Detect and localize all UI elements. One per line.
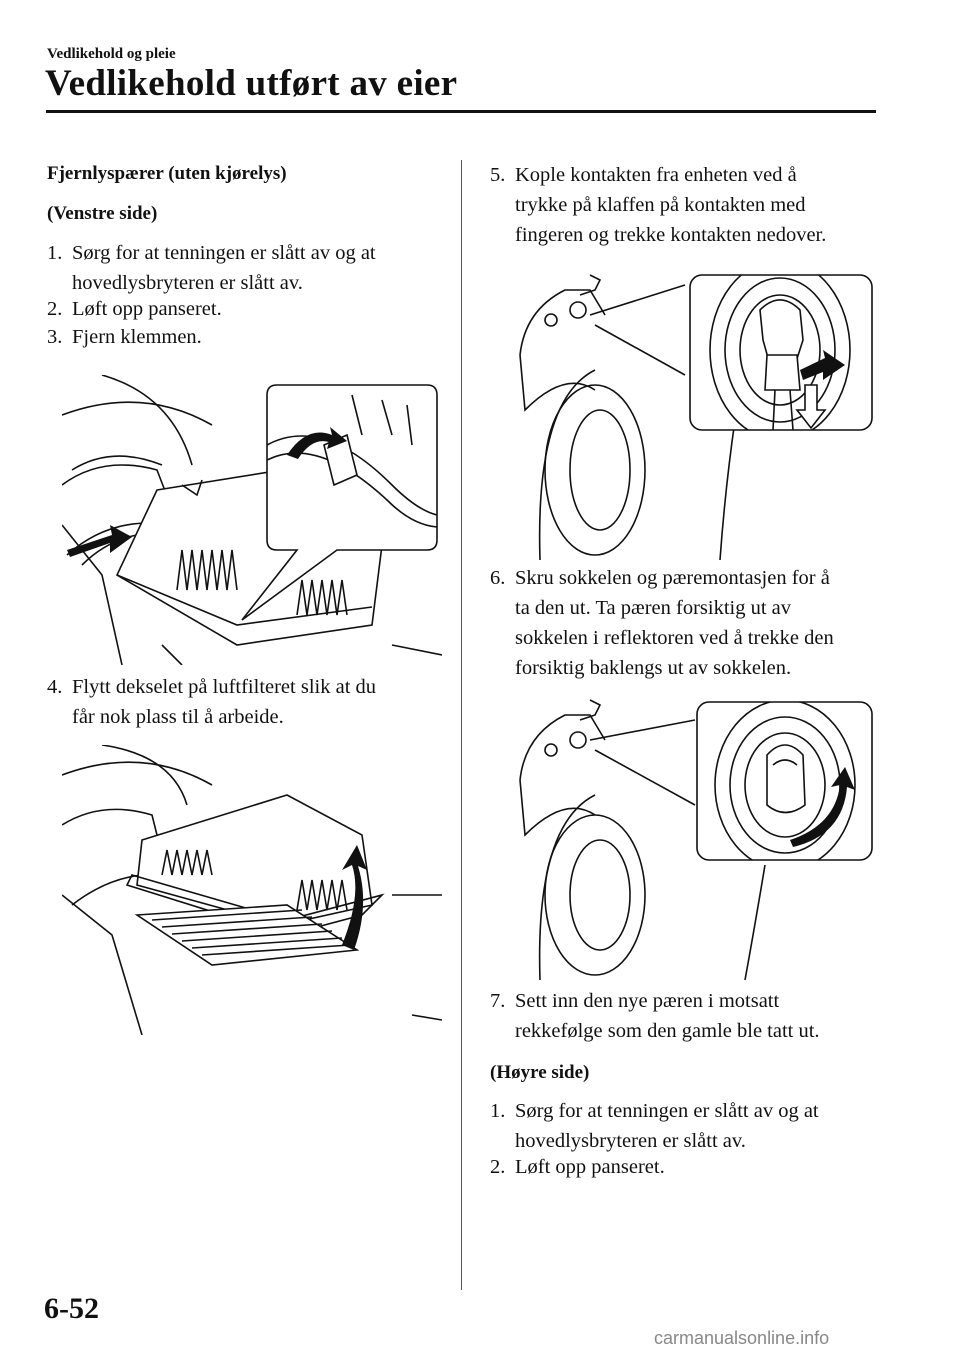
- step-number: 1.: [47, 242, 63, 264]
- step-text-line: hovedlysbryteren er slått av.: [515, 1130, 746, 1152]
- zoom-callout: [241, 384, 438, 621]
- step-text-line: Sørg for at tenningen er slått av og at: [515, 1100, 819, 1122]
- column-divider: [461, 160, 462, 1290]
- step-text-line: forsiktig baklengs ut av sokkelen.: [515, 657, 792, 679]
- page-number: 6-52: [44, 1292, 99, 1325]
- rotate-arrow-icon: [790, 767, 855, 847]
- step-1-right: 1. Sørg for at tenningen er slått av og …: [490, 1096, 875, 1156]
- page-title: Vedlikehold utført av eier: [45, 63, 458, 104]
- step-7: 7. Sett inn den nye pæren i motsatt rekk…: [490, 986, 875, 1046]
- step-text-line: Kople kontakten fra enheten ved å: [515, 164, 797, 186]
- pull-down-arrow-icon: [795, 384, 827, 430]
- connector-removal-illustration: [519, 274, 873, 560]
- step-3: 3. Fjern klemmen.: [47, 322, 437, 352]
- step-number: 7.: [490, 990, 506, 1012]
- bulb-socket-removal-illustration: [519, 699, 873, 980]
- step-number: 3.: [47, 326, 63, 348]
- step-2: 2. Løft opp panseret.: [47, 294, 437, 324]
- step-text-line: ta den ut. Ta pæren forsiktig ut av: [515, 597, 792, 619]
- title-divider: [46, 110, 876, 113]
- watermark: carmanualsonline.info: [654, 1328, 830, 1348]
- step-number: 6.: [490, 567, 506, 589]
- step-text-line: Fjern klemmen.: [72, 326, 202, 348]
- step-text-line: Sett inn den nye pæren i motsatt: [515, 990, 780, 1012]
- step-text-line: trykke på klaffen på kontakten med: [515, 194, 806, 216]
- subheading-right-side: (Høyre side): [490, 1062, 590, 1083]
- air-filter-cover-illustration: [62, 745, 442, 1035]
- step-text-line: Løft opp panseret.: [72, 298, 222, 320]
- step-5: 5. Kople kontakten fra enheten ved å try…: [490, 160, 875, 250]
- step-text-line: hovedlysbryteren er slått av.: [72, 272, 303, 294]
- push-arrow-icon: [800, 350, 845, 380]
- step-4: 4. Flytt dekselet på luftfilteret slik a…: [47, 672, 437, 732]
- rotate-arrow-icon: [287, 427, 347, 459]
- step-text-line: sokkelen i reflektoren ved å trekke den: [515, 627, 834, 649]
- step-6: 6. Skru sokkelen og pæremontasjen for å …: [490, 563, 875, 683]
- step-2-right: 2. Løft opp panseret.: [490, 1152, 875, 1182]
- step-number: 1.: [490, 1100, 506, 1122]
- push-arrow-icon: [67, 525, 132, 557]
- step-number: 4.: [47, 676, 63, 698]
- subheading-left-side: (Venstre side): [47, 203, 158, 224]
- section-heading: Fjernlyspærer (uten kjørelys): [47, 163, 287, 184]
- step-text-line: Sørg for at tenningen er slått av og at: [72, 242, 376, 264]
- step-text-line: Skru sokkelen og pæremontasjen for å: [515, 567, 830, 589]
- step-number: 5.: [490, 164, 506, 186]
- step-text-line: fingeren og trekke kontakten nedover.: [515, 224, 827, 246]
- step-text-line: Flytt dekselet på luftfilteret slik at d…: [72, 676, 377, 698]
- section-label: Vedlikehold og pleie: [47, 46, 176, 62]
- step-1: 1. Sørg for at tenningen er slått av og …: [47, 238, 437, 298]
- step-number: 2.: [47, 298, 63, 320]
- lift-arrow-icon: [342, 845, 367, 950]
- air-filter-clamp-illustration: [62, 375, 442, 665]
- step-text-line: rekkefølge som den gamle ble tatt ut.: [515, 1020, 820, 1042]
- step-number: 2.: [490, 1156, 506, 1178]
- step-text-line: Løft opp panseret.: [515, 1156, 665, 1178]
- step-text-line: får nok plass til å arbeide.: [72, 706, 284, 728]
